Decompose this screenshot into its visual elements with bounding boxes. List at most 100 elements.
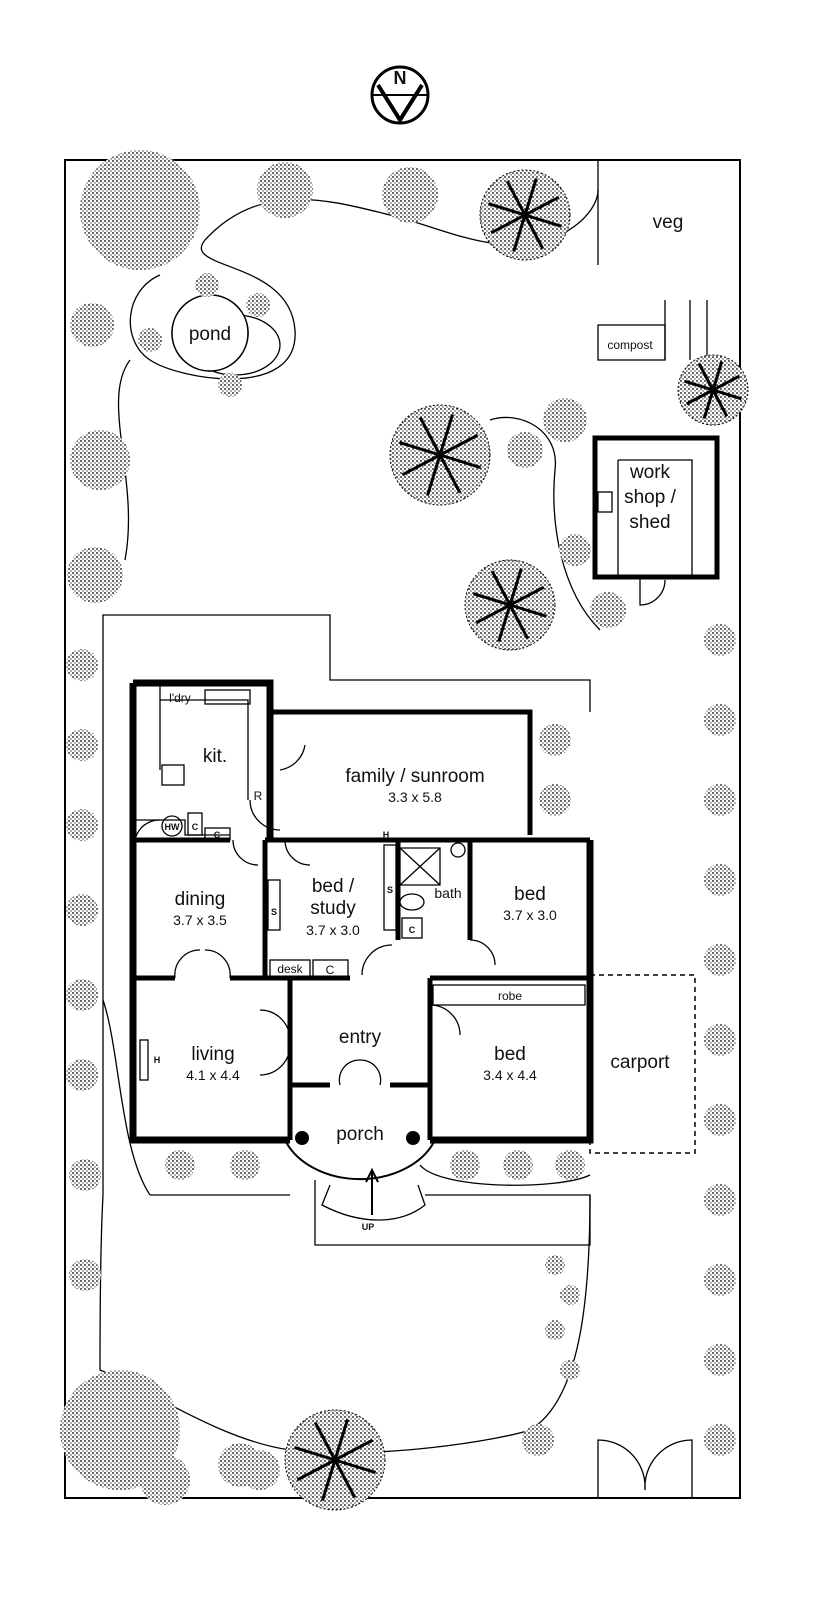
- shrub: [218, 373, 242, 397]
- shrub: [140, 1455, 190, 1505]
- property-boundary: [64, 159, 741, 1499]
- porch-post: [406, 1131, 420, 1145]
- shrub: [704, 704, 736, 736]
- shrub: [704, 1184, 736, 1216]
- heater-label: H: [383, 830, 390, 840]
- study-size: 3.7 x 3.0: [306, 922, 360, 938]
- tree-icon: [479, 169, 571, 261]
- shower-icon: [399, 847, 441, 886]
- shrub: [545, 1255, 565, 1275]
- gate: [597, 1439, 693, 1498]
- shrub: [559, 534, 591, 566]
- shrub: [66, 729, 98, 761]
- study-label-2: study: [310, 898, 356, 919]
- workshop-label-1: work: [629, 462, 671, 483]
- shrub: [543, 398, 587, 442]
- sink-icon: [204, 689, 251, 705]
- shrub: [704, 1344, 736, 1376]
- shrub: [503, 1150, 533, 1180]
- robe-storage: [432, 984, 586, 1006]
- living-label: living: [191, 1044, 234, 1065]
- pond-label: pond: [189, 324, 231, 345]
- hot-water-label: HW: [165, 822, 180, 832]
- workshop-label-3: shed: [629, 512, 670, 533]
- trees: [60, 150, 749, 1511]
- shrub: [704, 1264, 736, 1296]
- shrub: [67, 547, 123, 603]
- fireplace-icon: [139, 1039, 149, 1081]
- desk-label: desk: [277, 962, 303, 976]
- shrub: [70, 430, 130, 490]
- shrub: [66, 649, 98, 681]
- heater-label: H: [154, 1055, 161, 1065]
- cupboard-label: C: [409, 925, 416, 935]
- tree-icon: [677, 354, 749, 426]
- shrub: [704, 624, 736, 656]
- shrub: [704, 864, 736, 896]
- shrub: [66, 1059, 98, 1091]
- cupboard-label: C: [192, 822, 199, 832]
- cupboard-label: C: [214, 830, 221, 840]
- bed1-label: bed: [514, 884, 546, 905]
- bed2-label: bed: [494, 1044, 526, 1065]
- shrub: [80, 150, 200, 270]
- shrub: [246, 293, 270, 317]
- shrub: [560, 1285, 580, 1305]
- shrub: [450, 1150, 480, 1180]
- study-label-1: bed /: [312, 876, 355, 897]
- up-arrow-icon: [365, 1167, 379, 1215]
- shrub: [704, 1024, 736, 1056]
- north-label: N: [394, 68, 407, 88]
- dining-size: 3.7 x 3.5: [173, 912, 227, 928]
- bed1-size: 3.7 x 3.0: [503, 907, 557, 923]
- shrub: [522, 1424, 554, 1456]
- stove-icon: [161, 764, 185, 786]
- carport-label: carport: [610, 1052, 670, 1073]
- shrub: [704, 1424, 736, 1456]
- tree-icon: [284, 1409, 386, 1511]
- robe-label: robe: [498, 989, 522, 1003]
- basin-icon: [450, 842, 466, 858]
- kitchen-label: kit.: [203, 746, 227, 767]
- toilet-icon: [399, 893, 425, 911]
- shrub: [230, 1150, 260, 1180]
- family-size: 3.3 x 5.8: [388, 789, 442, 805]
- shrub: [138, 328, 162, 352]
- shelf-label: S: [387, 885, 393, 895]
- family-label: family / sunroom: [345, 766, 484, 787]
- shrub: [590, 592, 626, 628]
- shrub: [704, 1104, 736, 1136]
- entry-label: entry: [339, 1027, 382, 1048]
- shrub: [507, 432, 543, 468]
- north-arrow-icon: N: [370, 65, 430, 125]
- shrub: [539, 784, 571, 816]
- shrub: [382, 167, 438, 223]
- workshop-shed: [592, 435, 720, 580]
- shrub: [704, 944, 736, 976]
- house: [129, 679, 594, 1221]
- bed2-size: 3.4 x 4.4: [483, 1067, 537, 1083]
- dining-label: dining: [175, 889, 226, 910]
- shrub: [69, 1259, 101, 1291]
- living-size: 4.1 x 4.4: [186, 1067, 240, 1083]
- tree-icon: [389, 404, 491, 506]
- shrub: [240, 1450, 280, 1490]
- carport: [589, 974, 696, 1154]
- shrub: [555, 1150, 585, 1180]
- porch-label: porch: [336, 1124, 384, 1145]
- tree-icon: [464, 559, 556, 651]
- shrub: [539, 724, 571, 756]
- shrub: [70, 303, 114, 347]
- shelf-label: S: [271, 907, 277, 917]
- shrub: [704, 784, 736, 816]
- shrub: [560, 1360, 580, 1380]
- workshop-label-2: shop /: [624, 487, 676, 508]
- bath-label: bath: [434, 885, 461, 901]
- cupboard-label: C: [326, 963, 335, 977]
- garden-edge: [102, 614, 591, 1195]
- shrub: [66, 809, 98, 841]
- up-label: UP: [362, 1222, 375, 1232]
- shrub: [545, 1320, 565, 1340]
- shrub: [257, 162, 313, 218]
